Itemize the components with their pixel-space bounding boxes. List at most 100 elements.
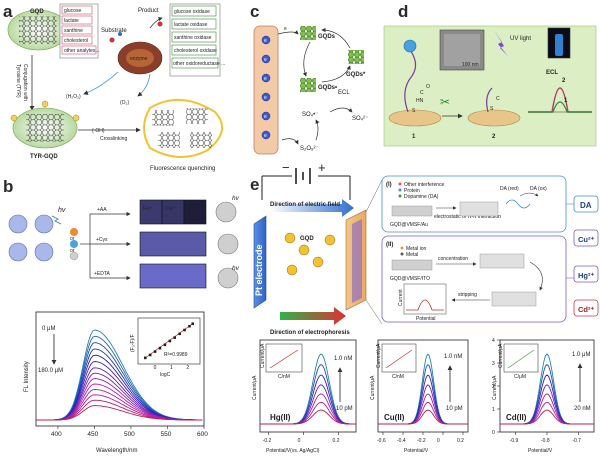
enzyme-item: xanthine oxidase: [174, 35, 212, 41]
gqd-dot: [312, 256, 324, 268]
arrow-s2o8-so4: [315, 119, 320, 141]
arrow-e-s2o8: [281, 138, 299, 145]
fl-inset-point: [191, 322, 195, 325]
tyr-group-1: [10, 114, 18, 122]
fl-ylabel: FL Intensity: [24, 361, 30, 392]
electrode-step-1: [388, 109, 442, 127]
legend-dot: [400, 252, 404, 256]
uv-vial-glow: [555, 34, 563, 56]
enzyme-item-frame: [171, 18, 217, 30]
dna-strand-2: [486, 87, 493, 113]
step-2-label: 2: [492, 134, 496, 140]
struct-o: O: [426, 84, 430, 90]
fl-inset-r2: R²=0.9989: [164, 352, 188, 358]
cu-ylabel: Current/μA: [370, 375, 376, 400]
tyr-gqd-label: TYR-GQD: [30, 154, 58, 160]
cd-anno-low: 20 nM: [574, 406, 591, 412]
fl-inset-point: [148, 353, 152, 357]
fl-inset-point: [173, 336, 177, 339]
o2-label: (O₂): [120, 100, 129, 106]
enzyme-item-frame: [171, 57, 219, 69]
phoresis-arrow: [280, 307, 346, 325]
box-1-legend: Other interference Protein Dopamine (DA): [398, 182, 445, 200]
pt-electrode: [253, 215, 267, 309]
electron-mark-label: e: [264, 133, 267, 139]
da-redox-wave: [505, 199, 531, 209]
struct-s: S: [412, 108, 416, 114]
callout-bottom: [365, 299, 383, 325]
ion-stack: or or: [69, 228, 79, 261]
aggregate-sheet: [158, 132, 180, 148]
substrate-item: cholesterol: [64, 38, 88, 44]
h2o2-label: (H₂O₂): [66, 94, 81, 100]
vial-photo-3: [183, 199, 207, 225]
gqd-dot: [298, 244, 310, 256]
gqd-cluster: [8, 214, 54, 262]
product-label: Product: [138, 8, 159, 14]
vial-photo-row-2: [139, 231, 207, 257]
plus-sign: +: [318, 160, 326, 175]
cd-inset-ylabel: Current/μA: [498, 343, 504, 368]
chip-1: [391, 205, 433, 217]
enzyme-item-frame: [171, 31, 217, 43]
scissors-icon: ✂: [440, 95, 450, 109]
electron-label: e: [284, 26, 287, 32]
volt-xtick-label: -0.2: [417, 438, 426, 444]
enzyme-item: other oxidoreductase ...: [173, 61, 225, 67]
struct-c: C: [420, 90, 424, 96]
fl-xtick-label: 450: [87, 431, 98, 438]
electrode-step-2: [467, 109, 521, 127]
volt-xtick-label: -0.7: [572, 438, 581, 444]
ion-fe: [70, 228, 78, 236]
ion-cu: [70, 240, 78, 248]
substrate-item: other analytes...: [64, 48, 100, 54]
mini-ylabel: Current: [398, 289, 404, 306]
struct-c-2: C: [496, 96, 500, 102]
phoresis-label: Direction of electrophoresis: [270, 330, 350, 336]
aggregate-sheet: [186, 108, 208, 124]
arrow-reduction: [302, 41, 311, 77]
gqds-label: GQDs: [318, 34, 336, 40]
chip-2c: [491, 291, 537, 307]
fl-inset-ylabel: (F₀-F)/F: [130, 334, 136, 352]
volt-ytick-label: 1: [492, 407, 495, 413]
hg-inset-ylabel: Current/μA: [260, 343, 266, 368]
tyrosine-label: Tyrosine (TYR): [15, 64, 21, 98]
fl-inset-point: [183, 328, 186, 332]
hg-series-group: [260, 353, 356, 425]
hg-inset-fit: [269, 349, 299, 369]
fl-series-line: [36, 405, 203, 421]
cu-series-group: [378, 353, 468, 425]
fl-inset-point: [143, 356, 147, 360]
volt-ytick-label: 0: [492, 430, 495, 436]
fl-inset-xtick-label: 1: [170, 365, 173, 371]
volt-xtick-label: -0.6: [377, 438, 386, 444]
substrate-molecule: [109, 37, 115, 43]
vial-photo-1: [139, 199, 163, 225]
substrate-item-frame: [61, 5, 93, 15]
fl-anno-end: 180.0 μM: [38, 368, 63, 374]
fl-xtick-label: 400: [51, 431, 62, 438]
field-label: Direction of electric field: [270, 202, 340, 208]
badge-cd: [573, 299, 599, 317]
legend-dot: [398, 194, 402, 198]
tyr-group-3: [41, 100, 49, 108]
minus-sign: −: [282, 160, 290, 175]
hg-title: Hg(II): [270, 413, 291, 422]
fl-inset-xtick-label: 0: [154, 365, 157, 371]
tem-texture: [444, 34, 480, 66]
electron-mark: [261, 54, 271, 64]
panel-e: e − + Direction of electric field Pt ele…: [250, 160, 599, 336]
vial-photo-row-3: [139, 263, 207, 289]
substrate-label: Substrate: [101, 28, 127, 34]
s2o8-label: S₂O₈²⁻: [300, 146, 319, 152]
chip-1-label: GQD@VMSF/Au: [390, 222, 428, 228]
da-ox-label: DA (ox): [530, 186, 547, 192]
box-1-mechanism: electrostatic or π-π interaction: [434, 214, 501, 220]
fl-xtick-label: 500: [124, 431, 135, 438]
cd-xlabel: Potential/V: [528, 448, 553, 454]
crosslinking-label: Crosslinking: [100, 136, 127, 142]
